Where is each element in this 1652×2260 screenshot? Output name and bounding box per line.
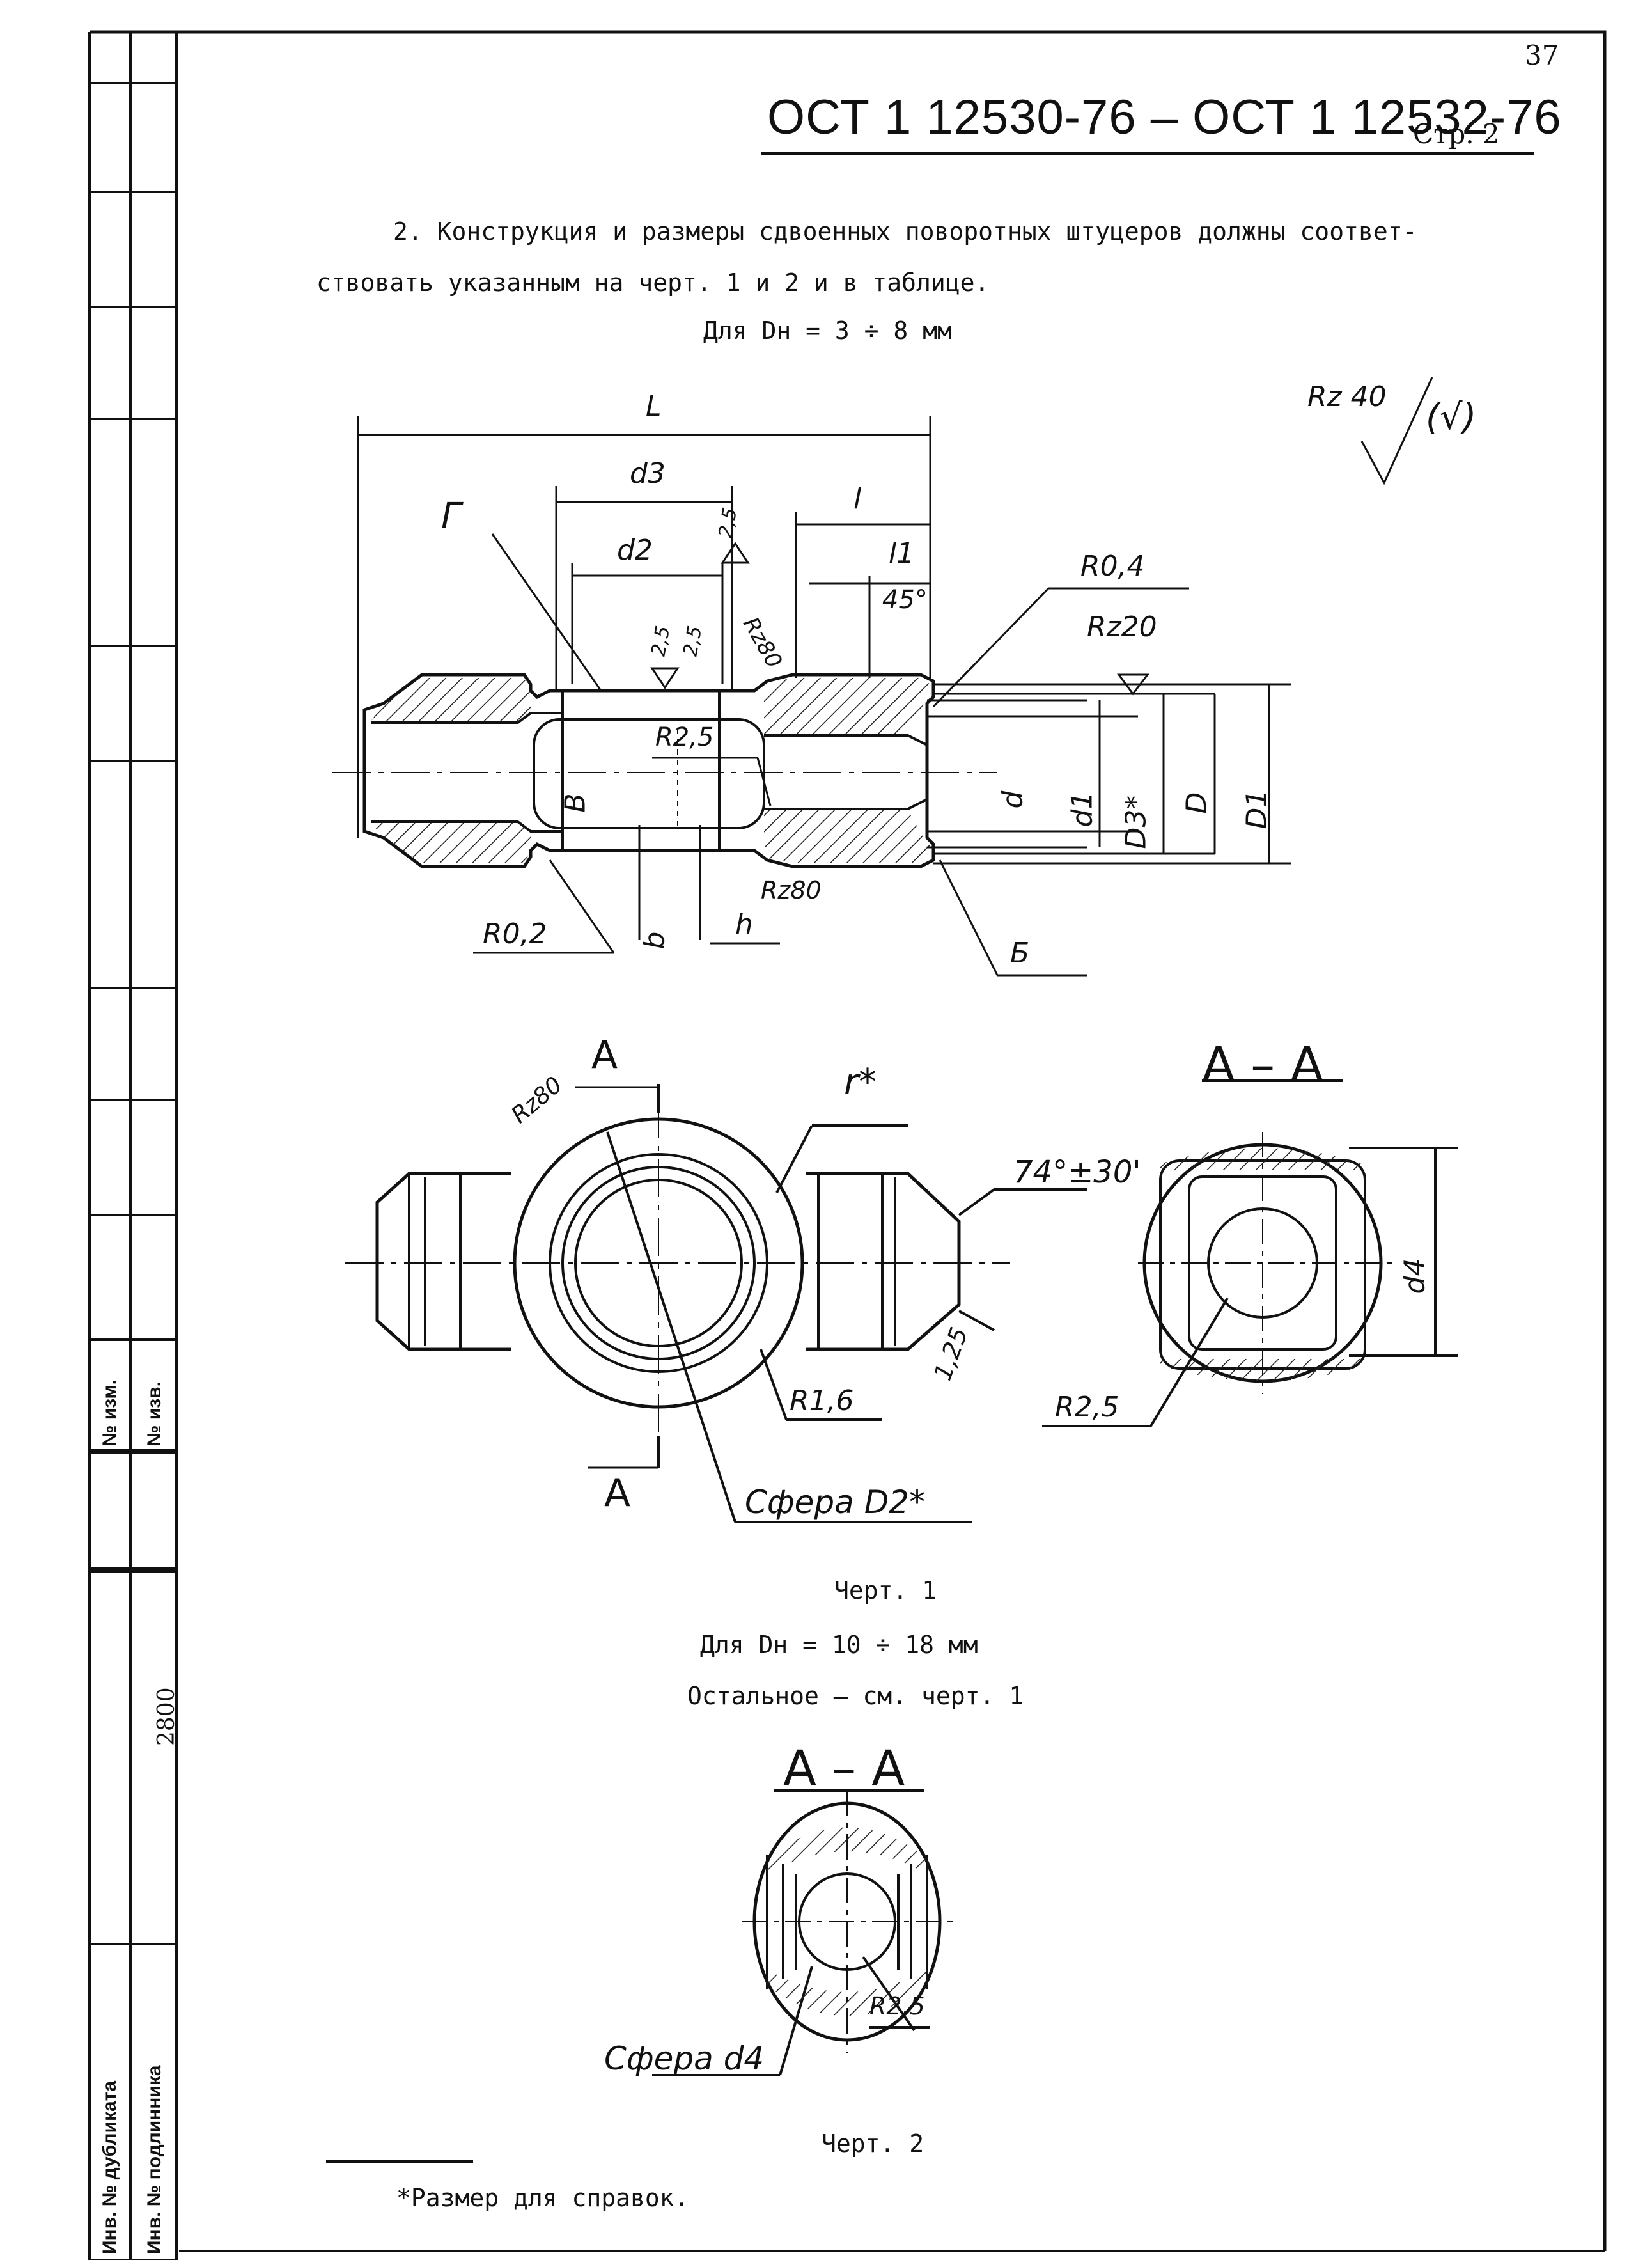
dim-R04: R0,4 — [1080, 550, 1145, 583]
roughness-symbols — [650, 377, 1433, 696]
dim-l: l — [853, 483, 862, 515]
dim-D3: D3* — [1119, 795, 1153, 849]
paragraph-line-2: ствовать указанным на черт. 1 и 2 и в та… — [316, 269, 990, 297]
dim-R02: R0,2 — [483, 918, 547, 950]
dim-Rz80-b: Rz80 — [761, 876, 822, 904]
sphere-D2-label: Сфера D2* — [745, 1484, 926, 1521]
dim-d4: d4 — [1398, 1258, 1431, 1294]
sidebar-inv-podl: Инв. № подлинника — [144, 2065, 165, 2254]
dim-B: B — [559, 793, 592, 813]
dimension-lines — [357, 416, 1291, 977]
dim-d3: d3 — [630, 457, 666, 490]
dim-R25-section-2: R2,5 — [869, 1992, 925, 2020]
sidebar-no-izm: № изм. — [99, 1379, 120, 1447]
dim-R16: R1,6 — [790, 1385, 854, 1417]
roughness-main: Rz 40 — [1307, 381, 1387, 413]
dim-G: Г — [441, 496, 462, 537]
dim-b: b — [638, 931, 671, 950]
dim-D: D — [1180, 792, 1213, 814]
section-AA-title-2: A – A — [783, 1739, 905, 1796]
page-corner-number: 37 — [1525, 40, 1559, 71]
dim-l1: l1 — [889, 537, 915, 570]
caption-chert-2: Черт. 2 — [822, 2130, 924, 2158]
dim-d2: d2 — [617, 534, 653, 567]
page-reference: Стр. 2 — [1413, 118, 1500, 150]
caption-chert-1: Черт. 1 — [834, 1576, 937, 1605]
range-note-1: Для Dн = 3 ÷ 8 мм — [703, 317, 952, 345]
dim-R25-section: R2,5 — [1055, 1391, 1119, 1424]
dim-R25: R2,5 — [655, 723, 714, 752]
section-aa-2 — [652, 1789, 953, 2076]
roughness-bracket: (√) — [1426, 396, 1477, 438]
section-marker-A-top: A — [591, 1033, 618, 1078]
dim-L: L — [646, 390, 662, 423]
section-aa-1 — [1042, 1079, 1458, 1427]
dim-h: h — [735, 908, 753, 941]
footnote: *Размер для справок. — [396, 2184, 689, 2212]
document-designation: ОСТ 1 12530-76 – ОСТ 1 12532-76 — [767, 90, 1562, 145]
dim-r-star: r* — [844, 1062, 877, 1103]
sphere-d4-label: Сфера d4 — [604, 2040, 765, 2077]
dim-angle-45: 45° — [882, 585, 928, 615]
dim-d: d — [996, 790, 1029, 809]
range-note-2: Для Dн = 10 ÷ 18 мм — [700, 1631, 978, 1659]
side-view-hatching — [371, 678, 930, 863]
paragraph-line-1: 2. Конструкция и размеры сдвоенных повор… — [393, 217, 1417, 246]
fitting-top-view — [345, 1084, 1087, 1523]
dim-D1: D1 — [1240, 789, 1274, 829]
dim-B-letter: Б — [1010, 937, 1030, 969]
sidebar-inv-dubl: Инв. № дубликата — [99, 2080, 120, 2254]
section-marker-A-bottom: A — [604, 1471, 631, 1516]
rest-note: Остальное – см. черт. 1 — [687, 1682, 1024, 1710]
fitting-side-view — [332, 673, 997, 868]
sidebar-no-izv: № изв. — [144, 1381, 165, 1447]
dim-Rz20: Rz20 — [1087, 611, 1157, 643]
dim-angle-74: 74°±30' — [1013, 1154, 1141, 1190]
sidebar-inv-number: 2800 — [153, 1687, 180, 1746]
section-AA-title-1: A – A — [1202, 1036, 1324, 1093]
dim-d1: d1 — [1066, 791, 1099, 828]
